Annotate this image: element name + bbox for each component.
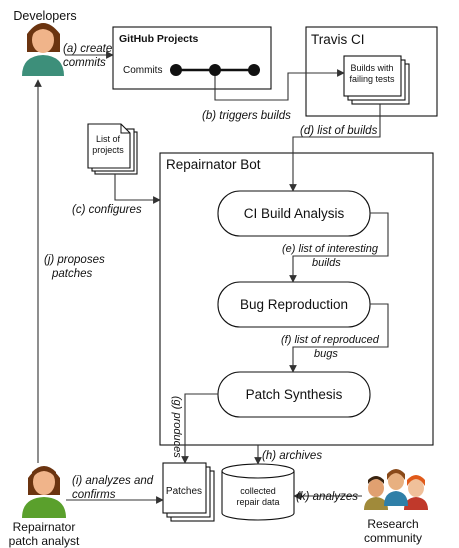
travis-ci-title: Travis CI [311,32,365,47]
analyst-label-line1: Repairnator [13,520,76,534]
edge-d-arrow [289,104,381,192]
edge-e-label-line2: builds [312,257,341,269]
repair-data-line1: collected [240,486,276,496]
commit-node-2 [209,64,221,76]
repairnator-bot-title: Repairnator Bot [166,157,261,172]
bug-reproduction-label: Bug Reproduction [240,297,348,312]
edge-d-label: (d) list of builds [300,125,378,137]
edge-j-label-line1: (j) proposes [44,254,105,266]
commit-node-3 [248,64,260,76]
edge-g-arrow [181,393,218,464]
patch-synthesis-label: Patch Synthesis [246,387,343,402]
edge-b-arrow [214,69,345,101]
edge-f-arrow [289,303,389,373]
ci-build-analysis-label: CI Build Analysis [244,206,345,221]
failing-builds-line2: failing tests [349,74,395,84]
edge-f-label-line2: bugs [314,348,338,360]
edge-j-label-line2: patches [51,268,93,280]
edge-e-arrow [289,212,389,283]
research-community-avatars [364,469,428,510]
edge-k-label: (k) analyzes [296,491,358,503]
research-label-line1: Research [367,517,418,531]
edge-e-label-line1: (e) list of interesting [282,243,379,255]
developers-label: Developers [13,9,76,23]
project-list-line2: projects [92,145,124,155]
edge-g-label: (g) produces [171,396,183,458]
analyst-avatar [22,466,66,518]
developer-avatar [22,23,64,76]
edge-a-label-line2: commits [63,57,106,69]
github-projects-box [112,26,272,90]
edge-h-label: (h) archives [262,450,322,462]
edge-i-label-line2: confirms [72,489,116,501]
commit-node-1 [170,64,182,76]
project-list-doc-stack [87,123,138,175]
repair-data-database [221,463,295,521]
github-projects-title: GitHub Projects [119,33,199,45]
edge-f-label-line1: (f) list of reproduced [281,334,380,346]
patches-label: Patches [166,486,202,497]
project-list-line1: List of [96,134,121,144]
edge-a-label-line1: (a) create [63,43,112,55]
commits-label: Commits [123,65,162,76]
edge-b-label: (b) triggers builds [202,110,291,122]
analyst-label-line2: patch analyst [9,534,80,548]
edge-c-arrow [114,174,161,204]
failing-builds-line1: Builds with [350,63,393,73]
failing-builds-doc-stack [343,55,410,105]
patches-doc-stack [162,462,215,522]
research-label-line2: community [364,531,422,545]
edge-c-label: (c) configures [72,204,142,216]
repair-data-line2: repair data [236,497,279,507]
edge-i-label-line1: (i) analyzes and [72,475,154,487]
